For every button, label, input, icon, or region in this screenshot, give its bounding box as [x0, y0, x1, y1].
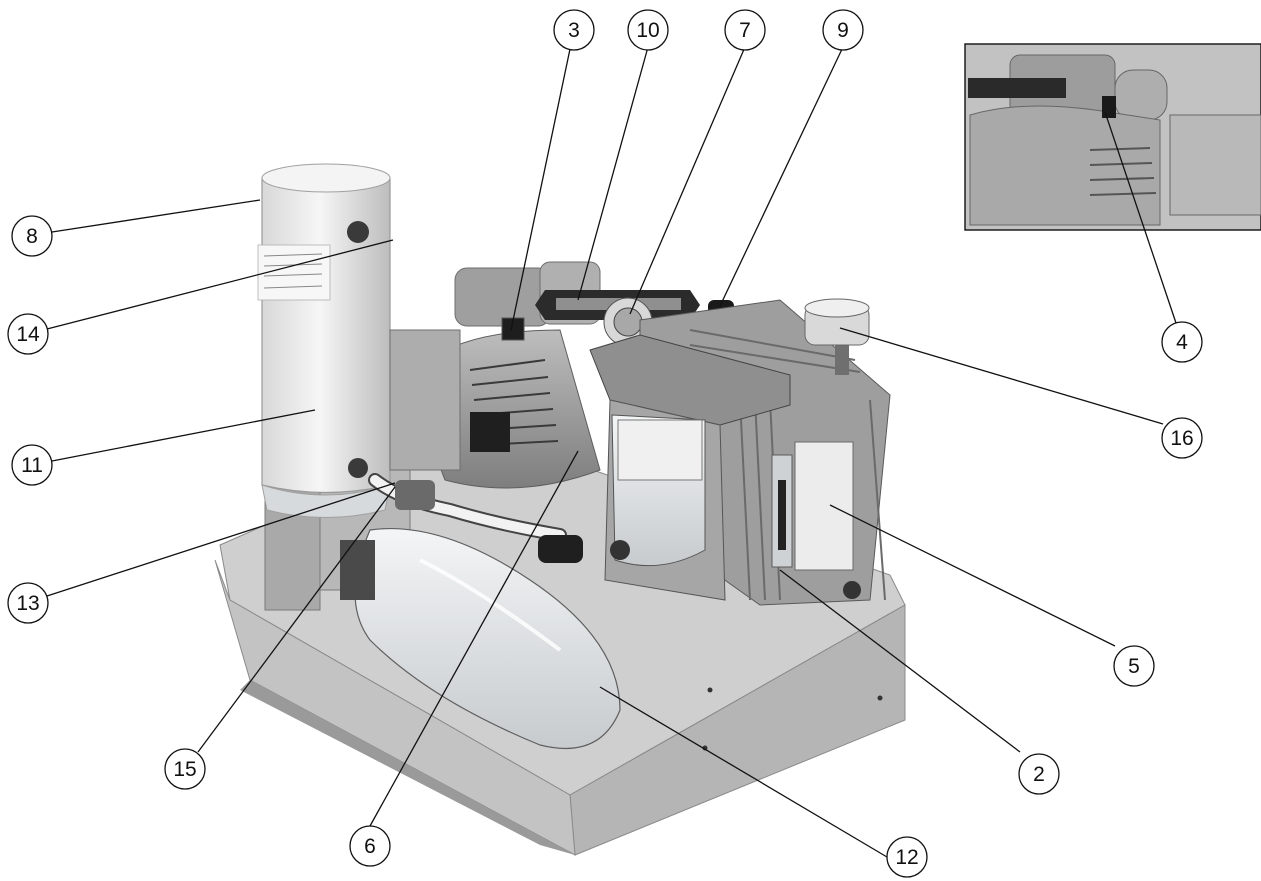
callout-15: 15	[164, 748, 206, 790]
callout-14-label: 14	[16, 323, 40, 346]
motor	[389, 261, 601, 489]
callout-2-label: 2	[1033, 763, 1045, 786]
callouts: 2 3 4 5 6 7 8 9	[7, 9, 1203, 878]
callout-12: 12	[886, 836, 928, 878]
callout-14: 14	[7, 313, 49, 355]
callout-7-label: 7	[739, 19, 751, 42]
callout-4-label: 4	[1176, 331, 1188, 354]
callout-3-label: 3	[568, 19, 580, 42]
inset-detail	[964, 43, 1261, 231]
exhaust-filter-cylinder	[257, 163, 391, 518]
callout-11: 11	[11, 444, 53, 486]
callout-10: 10	[627, 9, 669, 51]
tubing	[368, 473, 583, 563]
callout-11-label: 11	[21, 454, 43, 477]
callout-2: 2	[1018, 753, 1060, 795]
callout-13-label: 13	[16, 592, 39, 615]
callout-5: 5	[1113, 645, 1155, 687]
callout-12-label: 12	[895, 846, 918, 869]
vacuum-gauge	[804, 298, 870, 375]
callout-16: 16	[1161, 417, 1203, 459]
callout-8-label: 8	[26, 225, 38, 248]
callout-15-label: 15	[173, 758, 196, 781]
callout-6: 6	[349, 825, 391, 867]
callout-13: 13	[7, 582, 49, 624]
callout-6-label: 6	[364, 835, 376, 858]
callout-8: 8	[11, 215, 53, 257]
callout-7: 7	[724, 9, 766, 51]
callout-5-label: 5	[1128, 655, 1140, 678]
callout-16-label: 16	[1170, 427, 1193, 450]
separator-housing	[589, 334, 791, 601]
callout-4: 4	[1161, 321, 1203, 363]
callout-10-label: 10	[636, 19, 659, 42]
leader-lines	[46, 29, 1177, 858]
callout-3: 3	[553, 9, 595, 51]
callout-9-label: 9	[837, 19, 849, 42]
callout-9: 9	[822, 9, 864, 51]
condensate-flask	[340, 527, 621, 749]
